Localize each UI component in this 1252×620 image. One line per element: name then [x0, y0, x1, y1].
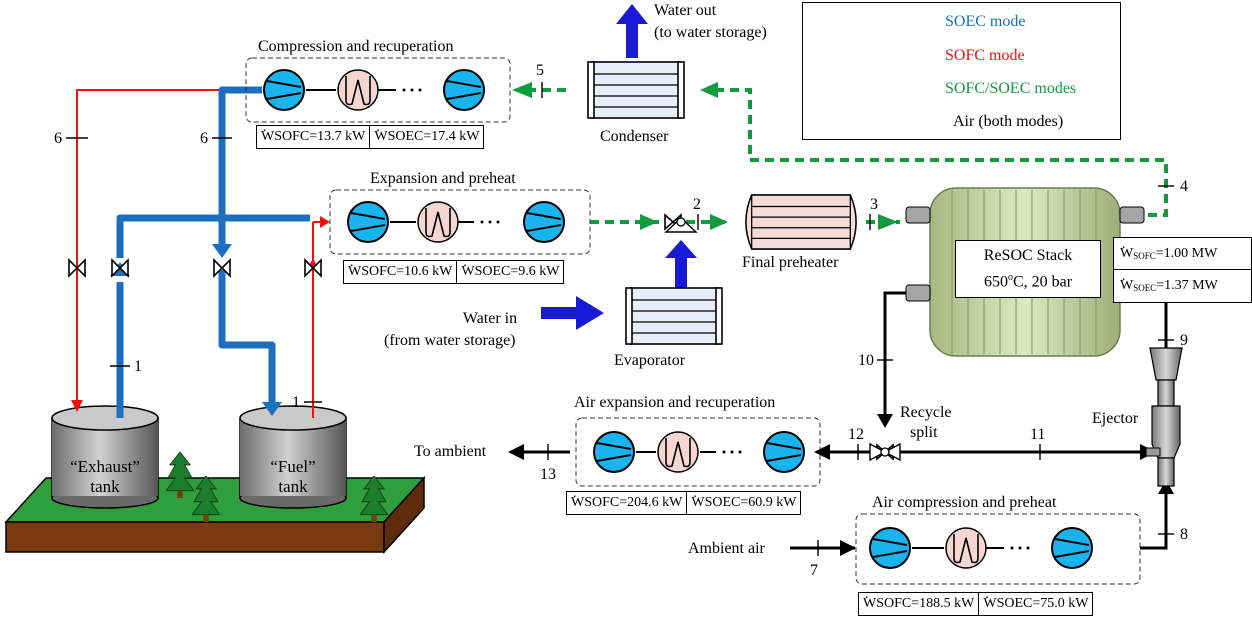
- state-12: 12: [848, 426, 864, 443]
- expander-icon: [347, 201, 389, 243]
- final-preheater-label: Final preheater: [742, 254, 839, 271]
- ejector-label: Ejector: [1092, 410, 1139, 427]
- soec-arrowheads: [110, 244, 282, 416]
- stack-conditions: 650oC, 20 bar: [983, 272, 1073, 291]
- water-in-label: Water in: [462, 310, 518, 327]
- final-preheater-icon: [745, 194, 857, 250]
- state-5: 5: [536, 62, 544, 79]
- heat-exchanger-icon: [945, 527, 987, 569]
- stack-title: ReSOC Stack: [983, 247, 1073, 264]
- state-6-left: 6: [54, 130, 62, 147]
- compressor-icon: [263, 69, 305, 111]
- state-11: 11: [1030, 426, 1046, 443]
- state-7: 7: [810, 562, 818, 579]
- air-expansion-title: Air expansion and recuperation: [574, 394, 776, 411]
- state-ticks: [66, 82, 1174, 556]
- fuel-tank-label: “Fuel”: [270, 457, 316, 476]
- split-label: split: [910, 424, 938, 441]
- fuel-tank: [239, 405, 347, 509]
- legend-air: Air (both modes): [953, 113, 1064, 130]
- compressor-icon: [443, 69, 485, 111]
- heat-exchanger-icon: [657, 431, 699, 473]
- evaporator-icon: [624, 286, 724, 346]
- ambient-air-label: Ambient air: [688, 540, 765, 557]
- state-2: 2: [693, 196, 701, 213]
- exhaust-tank-label: “Exhaust”: [70, 457, 140, 476]
- exhaust-tank: [51, 405, 159, 509]
- evaporator-label: Evaporator: [614, 352, 686, 369]
- air-compressor-icon: [1051, 527, 1093, 569]
- state-6-right: 6: [200, 130, 208, 147]
- air-compressor-icon: [869, 527, 911, 569]
- state-4: 4: [1180, 178, 1188, 195]
- legend-both: SOFC/SOEC modes: [945, 80, 1077, 97]
- condenser-icon: [586, 60, 686, 120]
- expansion-title: Expansion and preheat: [370, 170, 516, 187]
- condenser-label: Condenser: [600, 128, 669, 145]
- fuel-tank-label-2: tank: [278, 477, 308, 496]
- air-expander-icon: [763, 431, 805, 473]
- shared-arrowheads: [512, 82, 898, 230]
- state-1-left: 1: [134, 358, 142, 375]
- ellipsis-dots: [402, 88, 1030, 550]
- water-out-sub-label: (to water storage): [654, 24, 767, 41]
- state-10: 10: [858, 352, 874, 369]
- recycle-split-valve-icon: [869, 442, 901, 462]
- to-ambient-label: To ambient: [414, 443, 487, 460]
- expander-icon: [523, 201, 565, 243]
- mixing-valve-icon: [664, 214, 698, 233]
- water-arrows: [541, 4, 697, 330]
- state-8: 8: [1180, 526, 1188, 543]
- stack-label-box: ReSOC Stack 650oC, 20 bar: [955, 240, 1101, 298]
- air-expander-icon: [593, 431, 635, 473]
- heat-exchanger-icon: [417, 201, 459, 243]
- exhaust-tank-label-2: tank: [90, 477, 120, 496]
- soec-lines: [116, 86, 310, 418]
- state-9: 9: [1180, 332, 1188, 349]
- ejector-icon: [1145, 347, 1183, 487]
- legend-soec: SOEC mode: [945, 13, 1026, 30]
- water-in-sub-label: (from water storage): [384, 332, 516, 349]
- state-3: 3: [870, 196, 878, 213]
- legend: SOEC mode SOFC mode SOFC/SOEC modes Air …: [802, 2, 1121, 140]
- legend-sofc: SOFC mode: [945, 47, 1025, 64]
- state-1-right: 1: [292, 394, 300, 411]
- air-lines: [520, 291, 1168, 550]
- compression-title: Compression and recuperation: [258, 38, 454, 55]
- block-links: [306, 89, 1004, 549]
- recycle-label: Recycle: [900, 404, 952, 421]
- water-out-label: Water out: [654, 2, 717, 19]
- heat-exchanger-icon: [337, 69, 379, 111]
- air-compression-title: Air compression and preheat: [872, 494, 1057, 511]
- sofc-lines: [76, 89, 326, 418]
- sofc-arrowheads: [71, 216, 330, 412]
- state-13: 13: [540, 466, 556, 483]
